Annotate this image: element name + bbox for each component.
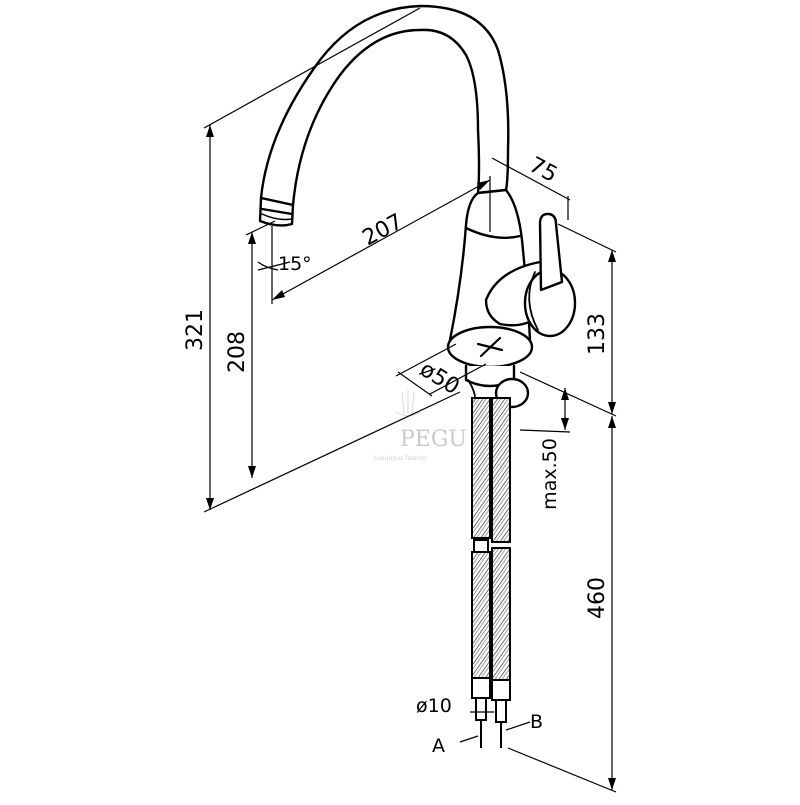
dim-arc-15 [257, 261, 279, 271]
label-connection-a: A [432, 735, 445, 757]
watermark-brand: PEGU [400, 427, 467, 452]
hose-b-lower [491, 547, 511, 681]
cross-mark-icon [476, 336, 504, 358]
ext-line-460-bottom [507, 747, 617, 793]
dim-line-50-right [429, 363, 487, 395]
hose-b-fitting [495, 699, 507, 723]
dim-line-50-left [395, 343, 457, 377]
dim-line-207 [271, 179, 491, 301]
arrow-321-top [206, 125, 214, 137]
ext-line-321-top [203, 7, 421, 129]
label-connection-b: B [530, 711, 543, 733]
ext-line-133-top [557, 223, 617, 253]
ext-line-max50 [519, 429, 571, 433]
spout [259, 4, 510, 207]
label-133: 133 [585, 313, 610, 355]
dimension-arrows [206, 125, 616, 790]
lever-cap-edge [528, 271, 539, 331]
ext-line-208-top [245, 220, 276, 236]
arrow-460-bottom [608, 778, 616, 790]
hose-a-lower [471, 551, 491, 679]
spout-tip-ring [260, 207, 294, 216]
hose-b-ferrule [491, 679, 511, 701]
lever-stick [538, 212, 564, 292]
label-208: 208 [225, 331, 250, 373]
leader-b [505, 721, 531, 731]
dim-line-75 [491, 157, 571, 201]
arrow-460-top [608, 416, 616, 428]
arrow-208-bottom [248, 466, 256, 478]
body-joint-ring [464, 226, 522, 239]
label-max50: max.50 [539, 438, 561, 510]
label-321: 321 [183, 309, 208, 351]
faucet [258, 4, 577, 411]
watermark: PEGU Luxurious Fashion [374, 390, 467, 462]
ext-line-15 [257, 261, 291, 271]
lever-handle [484, 212, 577, 338]
arrow-208-top [248, 232, 256, 244]
watermark-tagline: Luxurious Fashion [374, 455, 428, 462]
hose-a-upper [471, 397, 491, 539]
ext-line-321-bottom [203, 391, 461, 513]
leader-a [459, 735, 479, 743]
dim-line-50 [397, 371, 433, 397]
label-diameter-10: ø10 [416, 695, 452, 717]
arrow-133-top [608, 250, 616, 262]
arrow-max50-top [561, 388, 569, 400]
label-207: 207 [359, 209, 408, 251]
label-75: 75 [525, 153, 561, 188]
arrow-321-bottom [206, 498, 214, 510]
hose-a-fitting [475, 697, 487, 721]
label-15-degree: 15° [278, 253, 312, 275]
spout-tip-aerator [261, 213, 293, 221]
dimension-lines [203, 7, 617, 793]
hose-a-ferrule [471, 677, 491, 699]
arrow-207-left [272, 290, 285, 300]
label-460: 460 [585, 577, 610, 619]
arrow-max50-bottom [561, 418, 569, 430]
hose-b-upper [491, 397, 511, 543]
hoses [471, 397, 511, 748]
ext-line-133-bottom [519, 371, 617, 417]
arrow-133-bottom [608, 402, 616, 414]
arrow-207-right [477, 180, 490, 190]
